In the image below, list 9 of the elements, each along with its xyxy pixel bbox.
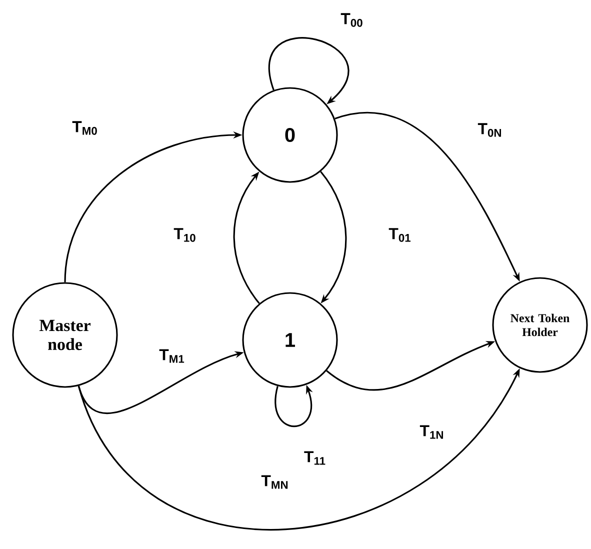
- edge-label: T$_{0N}$: [478, 123, 501, 137]
- edge-label: T$_{1N}$: [420, 425, 443, 439]
- edge-label: T$_{01}$: [388, 228, 410, 242]
- edge-label: T$_{MN}$: [261, 475, 288, 489]
- edge-label: T$_{M0}$: [72, 121, 97, 135]
- edge-label: T$_{00}$: [340, 13, 362, 27]
- edge-label: T$_{M1}$: [159, 349, 184, 363]
- edge-label: T$_{11}$: [304, 451, 326, 465]
- edge-label: T$_{10}$: [174, 228, 196, 242]
